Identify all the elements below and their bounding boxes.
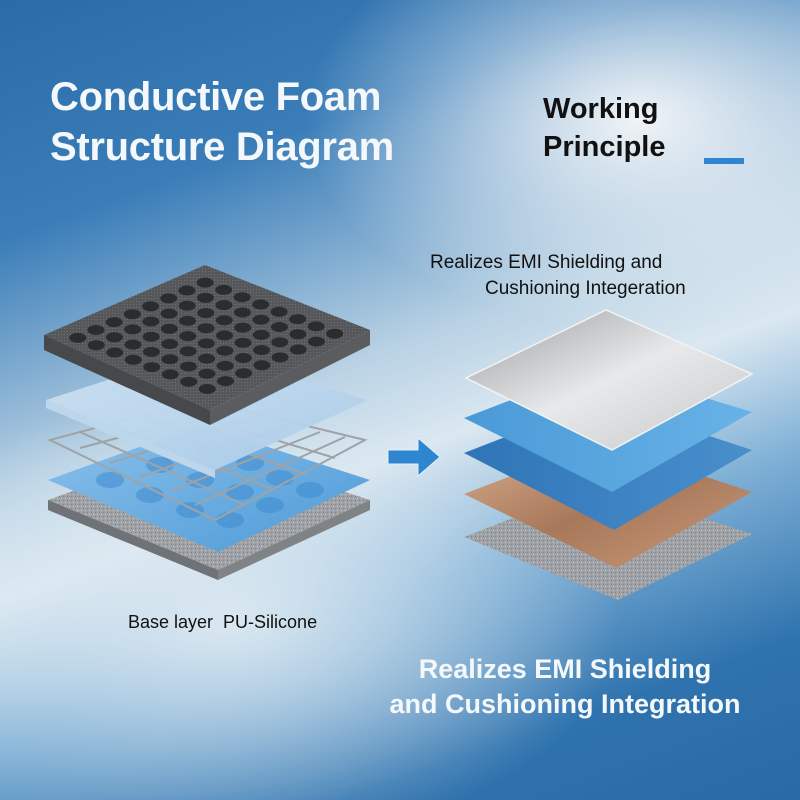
foam-hole bbox=[216, 360, 234, 371]
foam-hole bbox=[289, 329, 307, 340]
foam-hole bbox=[216, 376, 234, 387]
foam-hole bbox=[307, 321, 325, 332]
foam-hole bbox=[106, 347, 124, 358]
metal-foil-layer bbox=[464, 309, 754, 451]
foam-hole bbox=[124, 339, 142, 350]
foam-hole bbox=[270, 322, 288, 332]
footer-line-1: Realizes EMI Shielding bbox=[418, 654, 712, 684]
foam-hole bbox=[197, 323, 215, 334]
right-layer-stack bbox=[464, 309, 754, 600]
foam-hole bbox=[143, 362, 161, 373]
right-subtitle-line-2: Cushioning Integeration bbox=[485, 278, 686, 299]
foam-hole bbox=[123, 309, 141, 320]
foam-hole bbox=[252, 299, 270, 310]
foam-hole bbox=[307, 336, 325, 347]
foam-hole bbox=[87, 325, 105, 335]
foam-hole bbox=[179, 315, 197, 326]
foam-hole bbox=[270, 306, 288, 317]
foam-hole bbox=[124, 354, 142, 365]
foam-hole bbox=[179, 346, 197, 357]
foam-hole bbox=[160, 308, 178, 319]
foam-hole bbox=[233, 292, 251, 303]
foam-hole bbox=[179, 331, 197, 342]
foam-hole bbox=[326, 328, 344, 339]
foam-hole bbox=[142, 301, 160, 312]
footer-tagline: Realizes EMI Shielding and Cushioning In… bbox=[360, 652, 770, 722]
arrow-right-icon bbox=[387, 436, 441, 478]
foam-hole bbox=[271, 337, 289, 348]
foam-hole bbox=[253, 345, 271, 356]
foam-hole bbox=[160, 293, 178, 304]
foam-hole bbox=[178, 285, 196, 296]
foam-hole bbox=[196, 292, 214, 303]
foam-hole bbox=[252, 329, 270, 340]
foam-hole bbox=[161, 354, 179, 365]
foam-hole bbox=[161, 369, 179, 380]
accent-bar bbox=[704, 158, 744, 164]
foam-hole bbox=[216, 330, 234, 341]
foam-hole bbox=[196, 277, 214, 288]
foam-hole bbox=[161, 339, 179, 349]
foam-hole bbox=[69, 332, 87, 343]
foam-hole bbox=[179, 361, 197, 372]
foam-hole bbox=[178, 300, 196, 311]
foam-hole bbox=[215, 315, 233, 326]
left-foam-stack bbox=[44, 265, 370, 580]
foam-hole bbox=[142, 316, 160, 327]
foam-hole bbox=[234, 322, 252, 333]
foam-hole bbox=[197, 338, 215, 349]
foam-hole bbox=[215, 300, 233, 311]
footer-line-2: and Cushioning Integration bbox=[389, 689, 741, 719]
foam-hole bbox=[142, 346, 160, 357]
page-title: Conductive Foam Structure Diagram bbox=[50, 72, 394, 172]
foam-hole bbox=[124, 324, 142, 335]
foam-hole bbox=[234, 337, 252, 348]
perforated-foam-layer bbox=[44, 265, 370, 410]
foam-hole bbox=[198, 353, 216, 364]
foam-hole bbox=[271, 352, 289, 363]
foam-hole bbox=[289, 314, 307, 325]
working-principle-heading: Working Principle bbox=[543, 90, 666, 166]
right-subtitle-line-1: Realizes EMI Shielding and bbox=[430, 252, 663, 273]
foam-hole bbox=[289, 344, 307, 355]
title-line-1: Conductive Foam bbox=[50, 75, 382, 119]
foam-hole bbox=[198, 368, 216, 379]
foam-hole bbox=[233, 307, 251, 318]
title-line-2: Structure Diagram bbox=[50, 125, 394, 169]
right-subtitle: Realizes EMI Shielding and Cushioning In… bbox=[430, 250, 750, 302]
base-layer-caption: Base layer PU-Silicone bbox=[128, 612, 318, 632]
foam-hole bbox=[180, 376, 198, 387]
foam-hole bbox=[198, 384, 216, 394]
foam-hole bbox=[216, 345, 234, 356]
foam-hole bbox=[160, 323, 178, 334]
foam-hole bbox=[253, 360, 271, 371]
working-principle-line-1: Working bbox=[543, 93, 659, 125]
foam-hole bbox=[105, 317, 123, 328]
foam-hole bbox=[105, 332, 123, 343]
foam-hole bbox=[215, 284, 233, 295]
foam-hole bbox=[252, 314, 270, 325]
foam-hole bbox=[142, 331, 160, 342]
foam-hole bbox=[197, 308, 215, 318]
foam-hole bbox=[234, 353, 252, 363]
foam-hole bbox=[235, 368, 253, 379]
foam-hole bbox=[87, 340, 105, 351]
working-principle-line-2: Principle bbox=[543, 131, 666, 163]
